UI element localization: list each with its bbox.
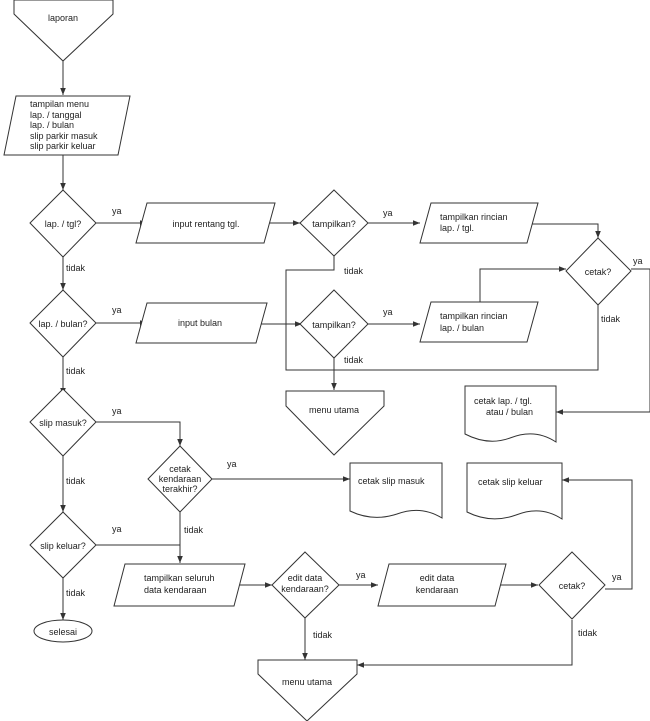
document-label: cetak slip keluar — [478, 477, 543, 487]
io-label: edit data — [420, 573, 455, 583]
edge-labels: ya tidak ya tidak ya tidak ya tidak ya t… — [66, 206, 643, 640]
document-label: atau / bulan — [486, 407, 533, 417]
terminator-label: selesai — [49, 627, 77, 637]
document-label: cetak slip masuk — [358, 476, 425, 486]
edge-label-tidak: tidak — [344, 266, 364, 276]
decision-label: slip masuk? — [39, 418, 87, 428]
menu-line: tampilan menu — [30, 99, 89, 109]
io-label: tampilkan rincian — [440, 311, 508, 321]
edge-label-ya: ya — [112, 406, 122, 416]
edge-label-ya: ya — [633, 256, 643, 266]
decision-lap-bulan: lap. / bulan? — [29, 289, 97, 358]
decision-label: cetak? — [585, 267, 612, 277]
terminator-menu-utama-1: menu utama — [285, 390, 385, 456]
decision-label: cetak? — [559, 581, 586, 591]
io-edit-data: edit data kendaraan — [377, 563, 507, 607]
decision-slip-keluar: slip keluar? — [29, 511, 97, 579]
decision-label: tampilkan? — [312, 320, 356, 330]
decision-label: slip keluar? — [40, 541, 86, 551]
edge-label-ya: ya — [383, 307, 393, 317]
io-rincian-bulan: tampilkan rincian lap. / bulan — [419, 301, 539, 343]
connectors — [60, 60, 650, 668]
edge-label-tidak: tidak — [66, 263, 86, 273]
decision-label: terakhir? — [162, 484, 197, 494]
decision-label: lap. / tgl? — [45, 219, 82, 229]
decision-label: kendaraan — [159, 474, 202, 484]
menu-line: slip parkir keluar — [30, 141, 96, 151]
document-label: cetak lap. / tgl. — [474, 396, 532, 406]
edge-label-tidak: tidak — [344, 355, 364, 365]
menu-display: tampilan menu lap. / tanggal lap. / bula… — [3, 95, 131, 156]
io-label: lap. / tgl. — [440, 223, 474, 233]
terminator-selesai: selesai — [33, 619, 93, 643]
decision-cetak-kendaraan: cetak kendaraan terakhir? — [147, 445, 213, 513]
document-cetak-slip-keluar: cetak slip keluar — [466, 462, 563, 520]
menu-line: lap. / tanggal — [30, 110, 82, 120]
terminator-label: menu utama — [309, 405, 359, 415]
terminator-menu-utama-2: menu utama — [257, 659, 358, 721]
io-label: input bulan — [178, 318, 222, 328]
edge-label-tidak: tidak — [601, 314, 621, 324]
edge-label-ya: ya — [112, 305, 122, 315]
io-label: input rentang tgl. — [172, 219, 239, 229]
decision-lap-tgl: lap. / tgl? — [29, 189, 97, 258]
start-label: laporan — [48, 13, 78, 23]
edge-label-ya: ya — [383, 208, 393, 218]
io-label: lap. / bulan — [440, 323, 484, 333]
decision-edit-data: edit data kendaraan? — [271, 551, 340, 619]
menu-line: slip parkir masuk — [30, 131, 98, 141]
io-label: tampilkan rincian — [440, 212, 508, 222]
decision-cetak-2: cetak? — [538, 551, 606, 620]
edge-label-ya: ya — [227, 459, 237, 469]
decision-tampilkan-2: tampilkan? — [299, 289, 369, 359]
edge-label-tidak: tidak — [66, 366, 86, 376]
edge-label-ya: ya — [112, 524, 122, 534]
edge-label-ya: ya — [356, 570, 366, 580]
terminator-label: menu utama — [282, 677, 332, 687]
io-label: kendaraan — [416, 585, 459, 595]
menu-line: lap. / bulan — [30, 120, 74, 130]
document-cetak-slip-masuk: cetak slip masuk — [349, 462, 443, 519]
edge-label-tidak: tidak — [66, 476, 86, 486]
io-rincian-tgl: tampilkan rincian lap. / tgl. — [419, 202, 539, 244]
io-tampilkan-seluruh: tampilkan seluruh data kendaraan — [113, 563, 246, 607]
decision-label: lap. / bulan? — [38, 319, 87, 329]
decision-slip-masuk: slip masuk? — [29, 388, 97, 457]
decision-label: cetak — [169, 464, 191, 474]
io-label: data kendaraan — [144, 585, 207, 595]
edge-label-tidak: tidak — [66, 588, 86, 598]
decision-tampilkan-1: tampilkan? — [299, 189, 369, 257]
io-label: tampilkan seluruh — [144, 573, 215, 583]
edge-label-tidak: tidak — [313, 630, 333, 640]
edge-label-tidak: tidak — [184, 525, 204, 535]
decision-label: kendaraan? — [281, 584, 329, 594]
edge-label-ya: ya — [612, 572, 622, 582]
decision-label: tampilkan? — [312, 219, 356, 229]
edge-label-tidak: tidak — [578, 628, 598, 638]
io-input-rentang: input rentang tgl. — [135, 202, 276, 244]
io-input-bulan: input bulan — [135, 302, 268, 344]
start-laporan: laporan — [13, 0, 114, 62]
decision-cetak-1: cetak? — [565, 237, 632, 306]
edge-label-ya: ya — [112, 206, 122, 216]
document-cetak-lap: cetak lap. / tgl. atau / bulan — [464, 385, 557, 443]
decision-label: edit data — [288, 573, 323, 583]
